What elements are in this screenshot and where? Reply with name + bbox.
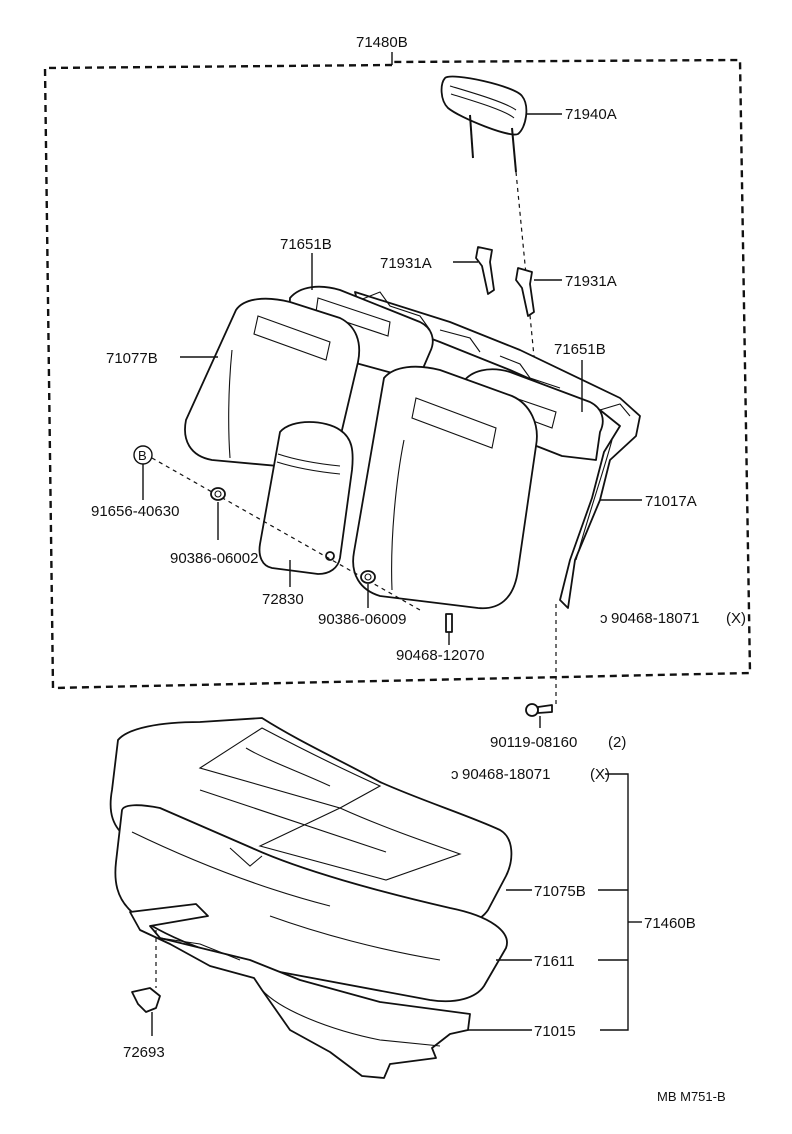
seat-back-cover-right (352, 365, 538, 610)
svg-text:ↄ: ↄ (600, 610, 608, 627)
label-71940A: 71940A (565, 106, 617, 123)
label-90119-08160: 90119-08160 (490, 734, 577, 751)
label-90386-06002: 90386-06002 (170, 550, 258, 567)
label-71931A-left: 71931A (380, 255, 432, 272)
label-90468-18071-cushion: 90468-18071 (462, 766, 550, 783)
label-90468-18071-cushion-qty: (X) (590, 766, 610, 783)
label-71651B-left: 71651B (280, 236, 332, 253)
label-71460B: 71460B (644, 915, 696, 932)
cushion-assembly-bracket (598, 773, 642, 1031)
clip-90468-12070 (445, 613, 453, 633)
label-71651B-right: 71651B (554, 341, 606, 358)
armrest (258, 421, 354, 575)
label-72830: 72830 (262, 591, 304, 608)
label-71931A-right: 71931A (565, 273, 617, 290)
label-72693: 72693 (123, 1044, 165, 1061)
bushing-90386-06009 (360, 570, 376, 584)
bushing-90386-06002 (210, 487, 226, 501)
headrest (440, 75, 528, 173)
label-71480B: 71480B (356, 34, 408, 51)
bolt-90119-08160 (525, 703, 553, 717)
label-90468-18071-back: 90468-18071 (611, 610, 699, 627)
clip-back-90468-18071: ↄ (600, 610, 608, 627)
label-90386-06009: 90386-06009 (318, 611, 406, 628)
label-71017A: 71017A (645, 493, 697, 510)
seat-back-pad-left (287, 285, 434, 381)
figure-code: MB M751-B (657, 1089, 726, 1104)
label-90119-08160-qty: (2) (608, 734, 626, 751)
marker-b: B (133, 445, 153, 465)
headrest-support-right (515, 267, 535, 317)
seat-cushion-frame (129, 903, 471, 1079)
headrest-support-left (475, 246, 495, 295)
label-71077B: 71077B (106, 350, 158, 367)
label-71611: 71611 (534, 953, 575, 970)
label-91656-40630: 91656-40630 (91, 503, 179, 520)
label-71015: 71015 (534, 1023, 576, 1040)
label-90468-18071-back-qty: (X) (726, 610, 746, 627)
clip-cushion-90468-18071: ↄ (451, 766, 459, 783)
label-90468-12070: 90468-12070 (396, 647, 484, 664)
svg-text:B: B (138, 448, 147, 463)
seat-back-assembly-outline (43, 52, 752, 690)
hook-72693 (131, 987, 161, 1013)
label-71075B: 71075B (534, 883, 586, 900)
